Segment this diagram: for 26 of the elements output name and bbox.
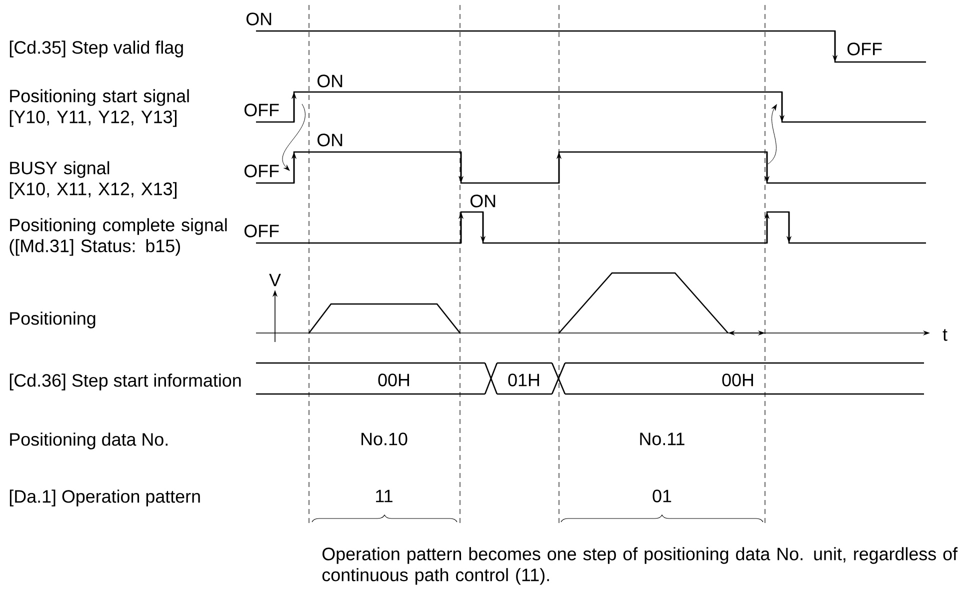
note: Operation pattern becomes one step of positioning data No. unit, regardless of continuous path control (11). bbox=[322, 547, 958, 585]
state-label: OFF bbox=[848, 42, 882, 56]
axis-label: t bbox=[942, 329, 948, 341]
signal-name: BUSY signal [X10, X11, X12, X13] bbox=[10, 161, 176, 199]
pattern-value: 01 bbox=[652, 490, 672, 502]
state-label: ON bbox=[318, 134, 342, 146]
state-label: OFF bbox=[244, 164, 279, 178]
state-label: ON bbox=[470, 194, 496, 208]
signal-name: Positioning complete signal ([Md.31] Status: b15) bbox=[10, 218, 227, 256]
axis-label: V bbox=[269, 274, 281, 286]
state-label: OFF bbox=[244, 104, 279, 116]
data-number: No.11 bbox=[640, 432, 684, 446]
state-label: OFF bbox=[244, 224, 279, 238]
data-number: No.10 bbox=[362, 432, 408, 446]
bus-value: 00H bbox=[722, 374, 753, 386]
pattern-value: 11 bbox=[376, 490, 392, 502]
signal-name: Positioning start signal [Y10, Y11, Y12, Y13] bbox=[10, 89, 189, 127]
bus-value: 01H bbox=[508, 374, 539, 386]
state-label: ON bbox=[318, 74, 342, 88]
signal-name: Positioning bbox=[10, 312, 96, 328]
signal-name: [Cd.36] Step start information bbox=[10, 374, 241, 390]
signal-name: [Cd.35] Step valid flag bbox=[10, 40, 183, 58]
state-label: ON bbox=[246, 12, 272, 26]
signal-name: [Da.1] Operation pattern bbox=[10, 490, 200, 506]
bus-value: 00H bbox=[378, 374, 409, 386]
signal-name: Positioning data No. bbox=[10, 432, 168, 450]
